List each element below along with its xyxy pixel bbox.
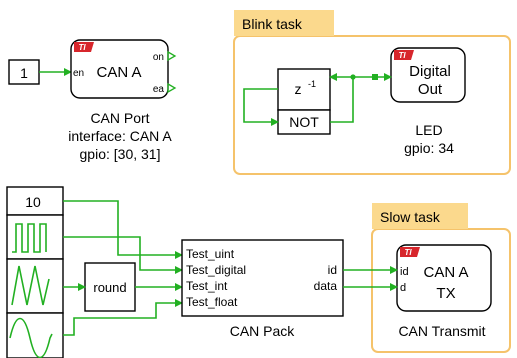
can-pack-input-test-digital: Test_digital — [186, 263, 246, 277]
can-pack-input-test-int: Test_int — [186, 279, 228, 293]
sine-wave-block[interactable] — [6, 312, 64, 358]
blink-task-wires — [243, 73, 392, 126]
unit-delay-exponent: -1 — [308, 79, 316, 89]
can-port-caption-interface: interface: CAN A — [68, 128, 172, 144]
sine-wave-icon — [9, 317, 53, 358]
can-pack-caption: CAN Pack — [230, 323, 296, 339]
round-block-label: round — [93, 280, 126, 295]
not-block[interactable]: NOT — [277, 109, 331, 135]
port-label-ea: ea — [153, 84, 165, 95]
constant-10-block[interactable]: 10 — [6, 186, 64, 216]
constant-10-value: 10 — [25, 194, 41, 210]
constant-1-block[interactable]: 1 — [8, 59, 40, 85]
can-port-block[interactable]: TI en CAN A on ea — [70, 39, 177, 99]
ti-logo-icon: TI — [400, 247, 420, 257]
triangle-wave-icon — [11, 265, 50, 306]
can-pack-input-test-uint: Test_uint — [186, 247, 235, 261]
can-port-title: CAN A — [96, 64, 141, 81]
digital-out-caption-gpio: gpio: 34 — [404, 140, 454, 156]
can-tx-label-line2: TX — [436, 285, 455, 302]
svg-text:TI: TI — [78, 43, 86, 52]
port-label-on: on — [153, 52, 164, 63]
can-pack-output-id: id — [328, 263, 337, 277]
round-block[interactable]: round — [84, 262, 136, 312]
can-pack-input-test-float: Test_float — [186, 295, 238, 309]
pulse-generator-block[interactable] — [6, 214, 64, 260]
slow-task-label-tab — [372, 203, 468, 229]
blink-task-label: Blink task — [242, 16, 303, 32]
can-pack-output-data: data — [314, 279, 338, 293]
unit-delay-symbol: z — [295, 81, 302, 97]
blink-task-label-tab — [234, 10, 334, 36]
svg-text:TI: TI — [398, 51, 406, 60]
svg-text:TI: TI — [404, 248, 412, 257]
output-port-ea-icon — [167, 82, 177, 94]
pulse-wave-icon — [12, 223, 47, 253]
can-tx-port-id: id — [400, 266, 409, 278]
port-label-en: en — [73, 68, 84, 79]
digital-out-block[interactable]: TI Digital Out — [390, 47, 466, 103]
source-wires — [63, 200, 183, 336]
triangle-wave-block[interactable] — [6, 258, 64, 314]
slow-task-label: Slow task — [380, 209, 441, 225]
can-tx-label-line1: CAN A — [423, 264, 468, 281]
can-pack-block[interactable]: Test_uint Test_digital Test_int Test_flo… — [181, 239, 344, 317]
blink-task-subsystem[interactable]: Blink task — [233, 10, 511, 175]
can-transmit-caption: CAN Transmit — [398, 323, 485, 339]
not-block-label: NOT — [289, 114, 319, 130]
can-tx-port-d: d — [400, 282, 406, 294]
pack-to-transmit-wires — [343, 266, 398, 291]
unit-delay-block[interactable]: z -1 — [277, 68, 331, 111]
output-port-on-icon — [167, 50, 177, 62]
digital-out-caption-name: LED — [415, 122, 442, 138]
can-port-caption-name: CAN Port — [90, 110, 149, 126]
can-port-caption-gpio: gpio: [30, 31] — [80, 146, 161, 162]
can-transmit-block[interactable]: TI id d CAN A TX — [396, 244, 492, 312]
constant-1-value: 1 — [20, 65, 28, 81]
digital-out-label-line2: Out — [418, 81, 443, 98]
digital-out-label-line1: Digital — [409, 63, 451, 80]
ti-logo-icon: TI — [74, 42, 94, 52]
ti-logo-icon: TI — [394, 50, 414, 60]
